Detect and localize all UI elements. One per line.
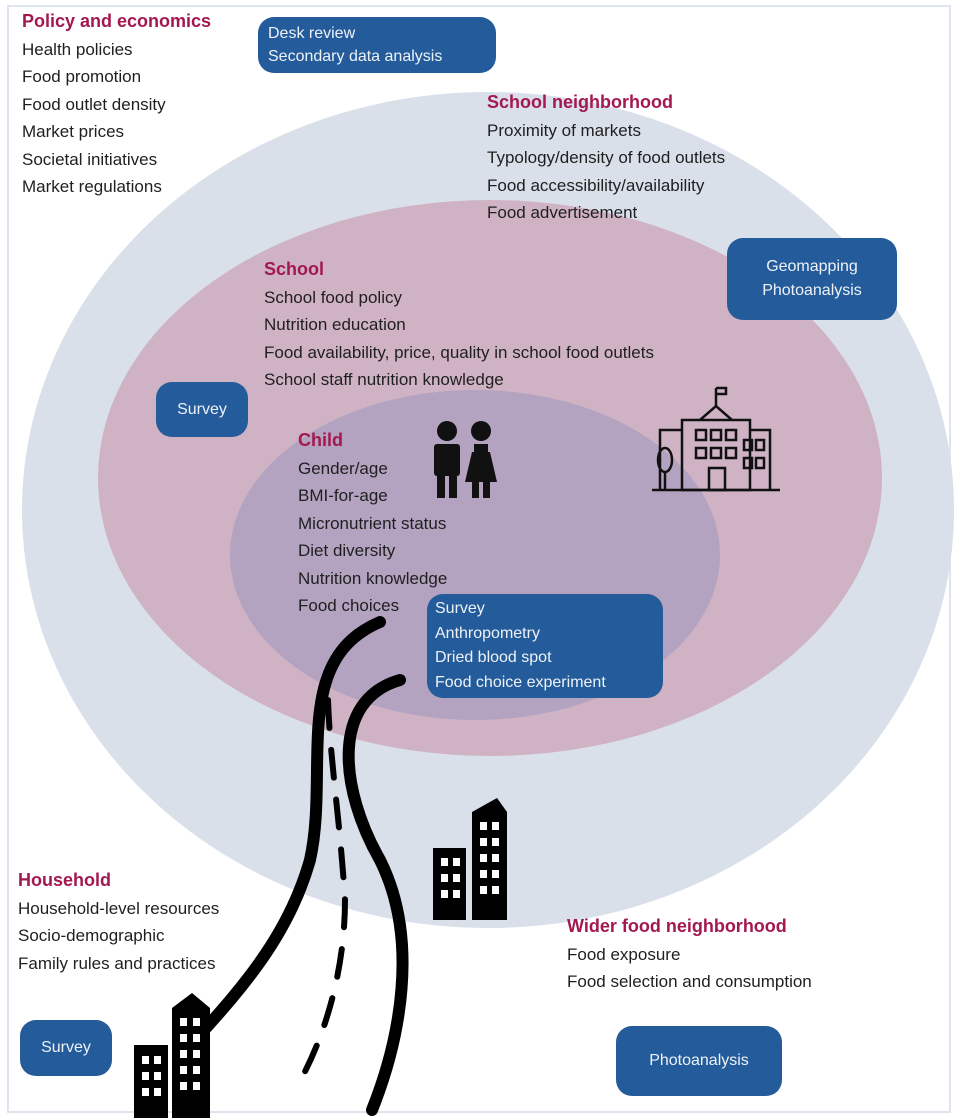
policy-item: Societal initiatives (22, 149, 158, 169)
wider-method: Photoanalysis (649, 1052, 749, 1069)
child-method: Dried blood spot (435, 649, 552, 666)
school-item: School food policy (264, 287, 402, 307)
wider-title: Wider food neighborhood (567, 916, 787, 936)
household-method: Survey (41, 1039, 91, 1056)
school-title: School (264, 259, 325, 279)
policy-item: Market prices (22, 122, 125, 141)
policy-item: Food outlet density (22, 94, 166, 114)
household-item: Household-level resources (18, 898, 220, 918)
neighborhood-item: Proximity of markets (487, 120, 641, 140)
household-item: Family rules and practices (18, 953, 216, 973)
policy-method: Secondary data analysis (268, 48, 443, 65)
child-item: Diet diversity (298, 541, 396, 560)
neighborhood-section: School neighborhood Proximity of markets… (487, 89, 725, 227)
child-item: Nutrition knowledge (298, 568, 448, 588)
household-section: Household Household-level resources Soci… (18, 867, 219, 977)
child-item: Food choices (298, 596, 400, 615)
child-item: Micronutrient status (298, 513, 447, 533)
school-building-icon (652, 386, 780, 492)
household-method-box: Survey (20, 1020, 112, 1076)
neighborhood-method: Geomapping (766, 258, 858, 275)
policy-section: Policy and economics Health policies Foo… (22, 8, 211, 201)
household-item: Socio-demographic (18, 926, 165, 945)
child-section: Child Gender/age BMI-for-age Micronutrie… (298, 427, 447, 620)
road-icon (189, 616, 409, 1116)
neighborhood-item: Typology/density of food outlets (487, 148, 726, 167)
policy-method-box: Desk review Secondary data analysis (258, 17, 496, 73)
policy-item: Health policies (22, 39, 133, 59)
wider-item: Food exposure (567, 944, 681, 964)
school-item: Food availability, price, quality in sch… (264, 342, 654, 362)
neighborhood-title: School neighborhood (487, 92, 673, 112)
child-method: Anthropometry (435, 624, 540, 642)
wider-section: Wider food neighborhood Food exposure Fo… (567, 913, 812, 996)
school-section: School School food policy Nutrition educ… (264, 256, 654, 394)
children-icon (434, 421, 497, 498)
child-item: BMI-for-age (298, 486, 388, 505)
neighborhood-item: Food accessibility/availability (487, 175, 705, 195)
wider-item: Food selection and consumption (567, 972, 812, 991)
wider-method-box: Photoanalysis (616, 1026, 782, 1096)
policy-item: Market regulations (22, 177, 162, 196)
household-title: Household (18, 870, 111, 890)
policy-method: Desk review (268, 25, 356, 42)
school-item: Nutrition education (264, 315, 406, 334)
child-method: Survey (435, 600, 485, 617)
child-item: Gender/age (298, 458, 388, 478)
school-method-box: Survey (156, 382, 248, 437)
neighborhood-method: Photoanalysis (762, 282, 862, 299)
neighborhood-item: Food advertisement (487, 203, 638, 222)
school-item: School staff nutrition knowledge (264, 370, 504, 389)
neighborhood-method-box: Geomapping Photoanalysis (727, 238, 897, 320)
city-buildings-icon (134, 798, 507, 1118)
child-title: Child (298, 430, 343, 450)
school-method: Survey (177, 400, 227, 418)
child-method: Food choice experiment (435, 673, 606, 691)
child-method-box: Survey Anthropometry Dried blood spot Fo… (427, 594, 663, 698)
policy-item: Food promotion (22, 67, 142, 86)
policy-title: Policy and economics (22, 11, 212, 31)
